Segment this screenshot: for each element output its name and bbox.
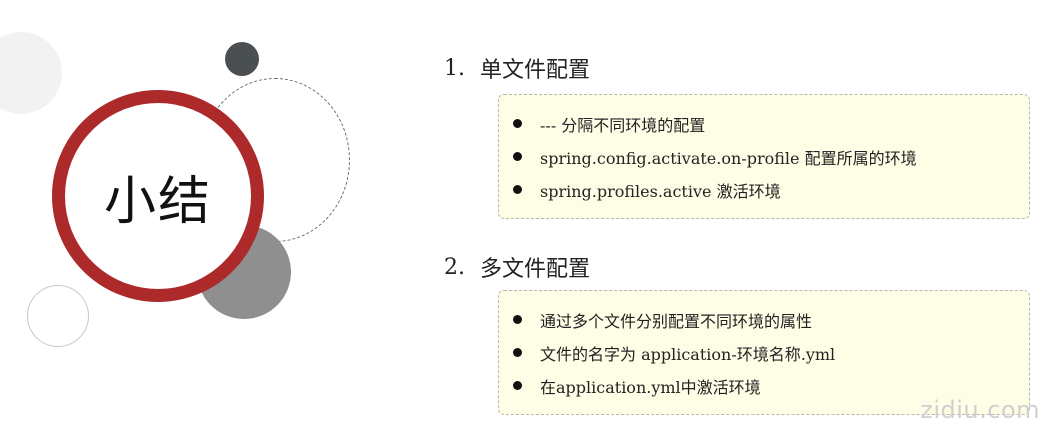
summary-title: 小结 xyxy=(103,171,212,232)
list-item-text: spring.profiles.active 激活环境 xyxy=(540,181,781,201)
list-item: spring.profiles.active 激活环境 xyxy=(499,173,1029,206)
section-2-box: 通过多个文件分别配置不同环境的属性 文件的名字为 application-环境名… xyxy=(498,290,1030,415)
list-item-text: 文件的名字为 application-环境名称.yml xyxy=(540,344,836,364)
watermark: zidiu.com xyxy=(920,396,1040,424)
list-item-text: --- 分隔不同环境的配置 xyxy=(540,115,706,135)
list-item: 文件的名字为 application-环境名称.yml xyxy=(499,336,1029,369)
bullet-icon xyxy=(513,315,522,324)
section-2-title: 多文件配置 xyxy=(480,257,591,282)
section-1-heading: 1. 单文件配置 xyxy=(444,52,590,84)
list-item: 在application.yml中激活环境 xyxy=(499,369,1029,402)
section-2-list: 通过多个文件分别配置不同环境的属性 文件的名字为 application-环境名… xyxy=(499,303,1029,402)
decorative-outline-circle xyxy=(27,285,89,347)
section-2-number: 2. xyxy=(444,254,465,280)
list-item: 通过多个文件分别配置不同环境的属性 xyxy=(499,303,1029,336)
bullet-icon xyxy=(513,185,522,194)
list-item-text: 通过多个文件分别配置不同环境的属性 xyxy=(540,311,813,331)
list-item: spring.config.activate.on-profile 配置所属的环… xyxy=(499,140,1029,173)
section-1-title: 单文件配置 xyxy=(480,58,591,83)
section-1-list: --- 分隔不同环境的配置 spring.config.activate.on-… xyxy=(499,107,1029,206)
bullet-icon xyxy=(513,348,522,357)
section-1-box: --- 分隔不同环境的配置 spring.config.activate.on-… xyxy=(498,94,1030,219)
section-1-number: 1. xyxy=(444,55,465,81)
list-item-text: 在application.yml中激活环境 xyxy=(540,377,761,397)
bullet-icon xyxy=(513,152,522,161)
bullet-icon xyxy=(513,119,522,128)
section-2-heading: 2. 多文件配置 xyxy=(444,251,590,283)
bullet-icon xyxy=(513,381,522,390)
list-item-text: spring.config.activate.on-profile 配置所属的环… xyxy=(540,148,917,168)
decorative-dark-circle xyxy=(225,42,259,76)
summary-ring: 小结 xyxy=(52,90,264,302)
decorative-light-circle xyxy=(0,32,62,114)
list-item: --- 分隔不同环境的配置 xyxy=(499,107,1029,140)
